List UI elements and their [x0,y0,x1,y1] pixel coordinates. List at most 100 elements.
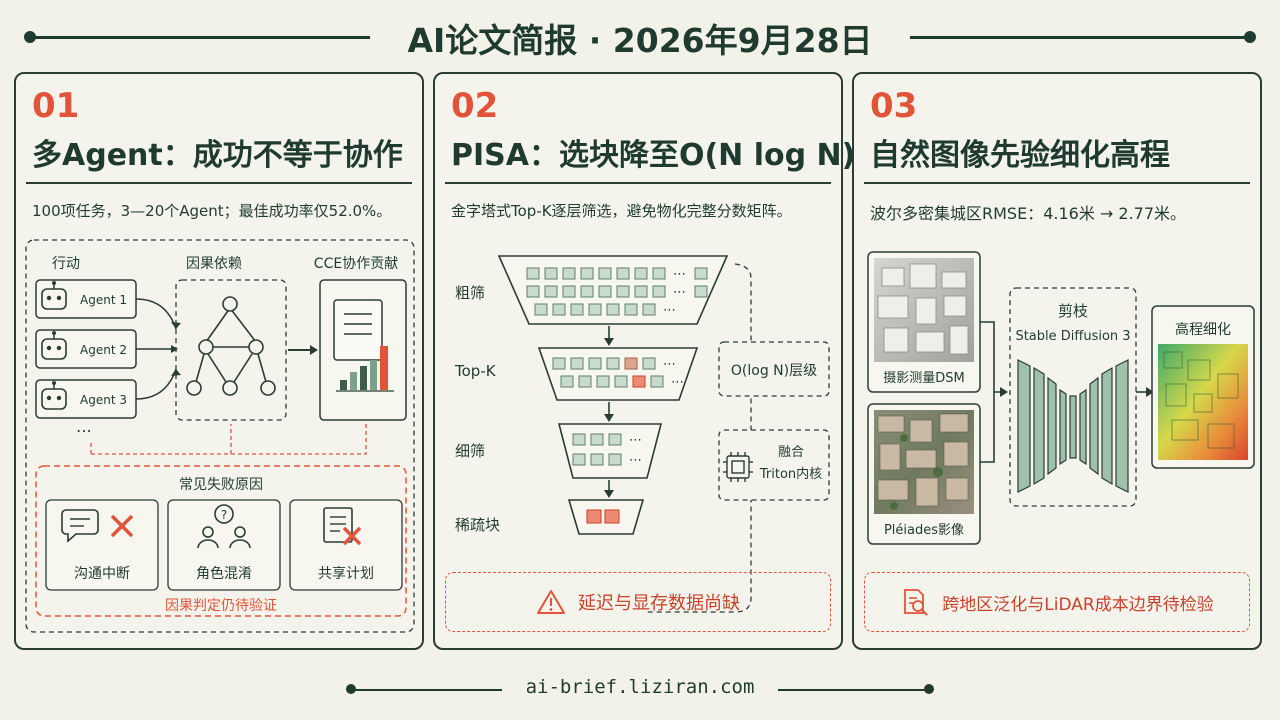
attention-block [562,285,576,298]
pleiades-card: Pléiades影像 [867,403,981,545]
coarse-block-grid: ⋯⋯⋯ [526,267,708,318]
attention-block [642,303,656,316]
cce-label: CCE协作贡献 [314,256,398,272]
dsm-card: 摄影测量DSM [867,251,981,393]
aerial-roofs [877,413,969,507]
header-right-rule [910,36,1250,39]
panel-1-subtitle: 100项任务，3—20个Agent；最佳成功率仅52.0%。 [32,202,392,220]
unet-icon [1017,359,1129,493]
attention-block [580,285,594,298]
header-left-rule [30,36,370,39]
refinement-diagram: 摄影测量DSM Pléiades影像 剪枝 Stable Diffusion 3 [867,251,1255,545]
stage-coarse-label: 粗筛 [455,284,485,302]
attention-block [526,267,540,280]
attention-block [570,303,584,316]
ellipsis: ⋯ [663,303,676,318]
diagram-outer-frame [25,239,415,633]
log-levels-box [718,341,830,397]
attention-block [616,285,630,298]
input-connector [980,321,1002,463]
agent-diagram: 行动 因果依赖 CCE协作贡献 Agent 1 Agent 2 [25,239,415,633]
panel-3: 03 自然图像先验细化高程 波尔多密集城区RMSE：4.16米 → 2.77米。 [852,72,1262,650]
ellipsis: ⋯ [629,433,642,448]
attention-block [632,375,646,388]
header: AI论文简报 · 2026年9月28日 [0,14,1280,64]
attention-block [544,285,558,298]
panel-1-divider [26,182,412,184]
causal-graph [186,296,276,396]
attention-block [694,267,708,280]
panel-2-warning: 延迟与显存数据尚缺 [445,572,831,632]
failure-connectors [90,424,367,455]
failure-label-comm: 沟通中断 [74,566,130,582]
attention-block [624,303,638,316]
attention-block [642,357,656,370]
failure-card-comm: 沟通中断 [45,499,159,591]
attention-block [634,285,648,298]
pleiades-label: Pléiades影像 [884,523,964,538]
attention-block [634,267,648,280]
stage-fine-funnel [557,423,663,479]
report-chart-icon [333,299,394,392]
attention-block [652,267,666,280]
agent-card-1: Agent 1 [35,279,137,319]
x-mark-icon [110,514,134,538]
agent-card-2: Agent 2 [35,329,137,369]
attention-block [598,285,612,298]
attention-block [578,375,592,388]
log-levels-label: O(log N)层级 [731,363,817,379]
panel-2-warning-text: 延迟与显存数据尚缺 [578,593,740,614]
more-agents-ellipsis: ⋯ [76,421,92,440]
panel-1-title: 多Agent：成功不等于协作 [32,138,403,173]
attention-block [614,375,628,388]
search-document-icon [904,589,929,616]
robot-icon [41,331,67,360]
ellipsis: ⋯ [629,453,642,468]
failure-box [35,465,407,617]
attention-block [694,285,708,298]
failure-label-role: 角色混淆 [196,565,252,582]
page-title: AI论文简报 · 2026年9月28日 [407,21,873,60]
agent-1-label: Agent 1 [80,293,127,307]
panel-2-number: 02 [451,86,499,126]
svg-text:?: ? [221,508,227,522]
triton-label: Triton内核 [759,466,822,482]
fine-block-grid: ⋯⋯ [572,433,642,468]
failure-card-plan: 共享计划 [289,499,403,591]
panel-3-divider [864,182,1250,184]
panel-3-title: 自然图像先验细化高程 [870,138,1170,173]
robot-icon [41,281,67,310]
side-bracket [647,263,752,613]
fused-label: 融合 [778,445,804,460]
warning-triangle-icon [537,590,565,614]
stage-fine-label: 细筛 [455,442,485,460]
causal-graph-box [175,279,287,421]
ellipsis: ⋯ [673,267,686,282]
failure-title: 常见失败原因 [179,477,263,493]
header-right-dot [1244,31,1256,43]
attention-block [572,453,586,466]
attention-block [588,357,602,370]
robot-icon [41,381,67,410]
document-x-icon [323,507,362,546]
attention-block [570,357,584,370]
stage-topk-label: Top-K [454,362,497,380]
agent-2-label: Agent 2 [80,343,127,357]
aerial-trees [890,434,943,510]
panel-3-warning: 跨地区泛化与LiDAR成本边界待检验 [864,572,1250,632]
heatmap-buildings [1163,351,1239,449]
footer: ai-brief.liziran.com [0,674,1280,704]
topk-block-grid: ⋯⋯ [552,357,684,390]
agent-card-3: Agent 3 [35,379,137,419]
model-box [1009,287,1137,507]
attention-block [598,267,612,280]
attention-block [580,267,594,280]
attention-block [562,267,576,280]
attention-block [608,453,622,466]
agent-3-label: Agent 3 [80,393,127,407]
attention-block [606,357,620,370]
panel-2-divider [445,182,831,184]
actions-label: 行动 [52,256,80,272]
attention-block [544,267,558,280]
footer-url: ai-brief.liziran.com [525,676,755,698]
